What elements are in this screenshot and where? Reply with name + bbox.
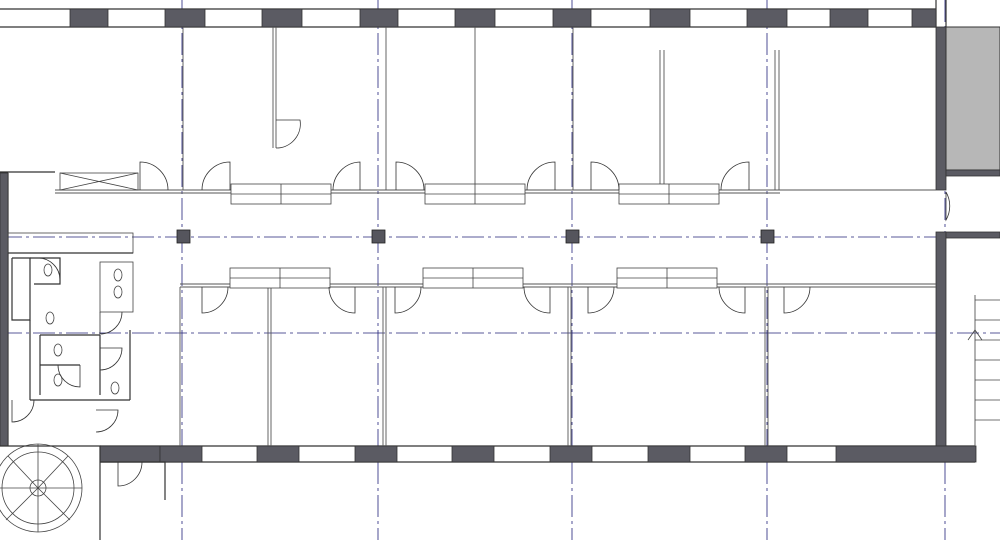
stair-run (967, 295, 1000, 446)
structural-columns (176, 229, 775, 244)
perimeter-walls (0, 0, 975, 463)
elevator-shaft (945, 26, 1000, 239)
restroom-core (7, 232, 134, 433)
window-piers (69, 8, 977, 463)
spiral-stair (0, 443, 166, 540)
door-swings (117, 119, 951, 487)
clerestory-glazing (59, 172, 720, 289)
